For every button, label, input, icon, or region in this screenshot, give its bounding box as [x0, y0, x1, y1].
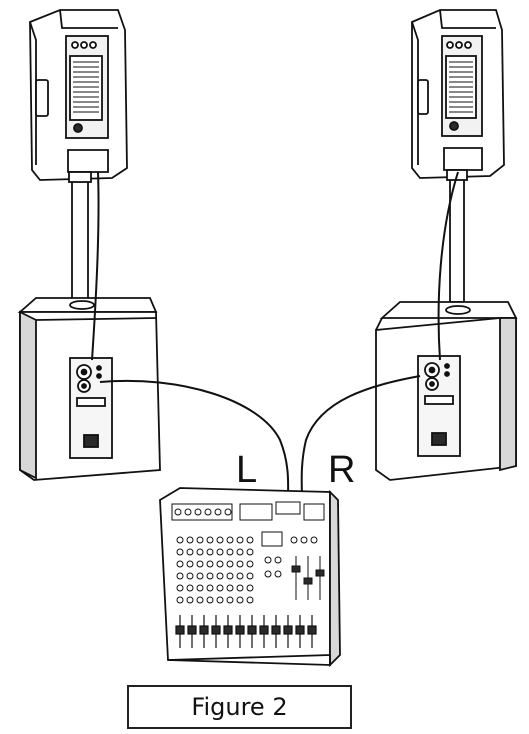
left-link-cable	[91, 171, 100, 361]
right-channel-label: R	[328, 449, 355, 491]
right-top-speaker	[411, 9, 505, 179]
right-link-cable	[437, 171, 459, 361]
channel-knob-grid	[176, 536, 254, 604]
signal-cables	[91, 171, 459, 501]
right-subwoofer	[375, 301, 518, 481]
left-channel-label: L	[236, 449, 257, 491]
left-mixer-cable	[99, 379, 290, 501]
figure-caption: Figure 2	[191, 693, 288, 721]
left-subwoofer	[17, 297, 161, 481]
right-mixer-cable	[300, 375, 421, 501]
audio-mixer	[159, 487, 341, 668]
figure-caption-box: Figure 2	[127, 685, 352, 729]
left-top-speaker	[29, 9, 128, 181]
right-speaker-pole	[446, 169, 468, 303]
fader-row	[175, 615, 317, 648]
left-speaker-pole	[68, 171, 92, 301]
